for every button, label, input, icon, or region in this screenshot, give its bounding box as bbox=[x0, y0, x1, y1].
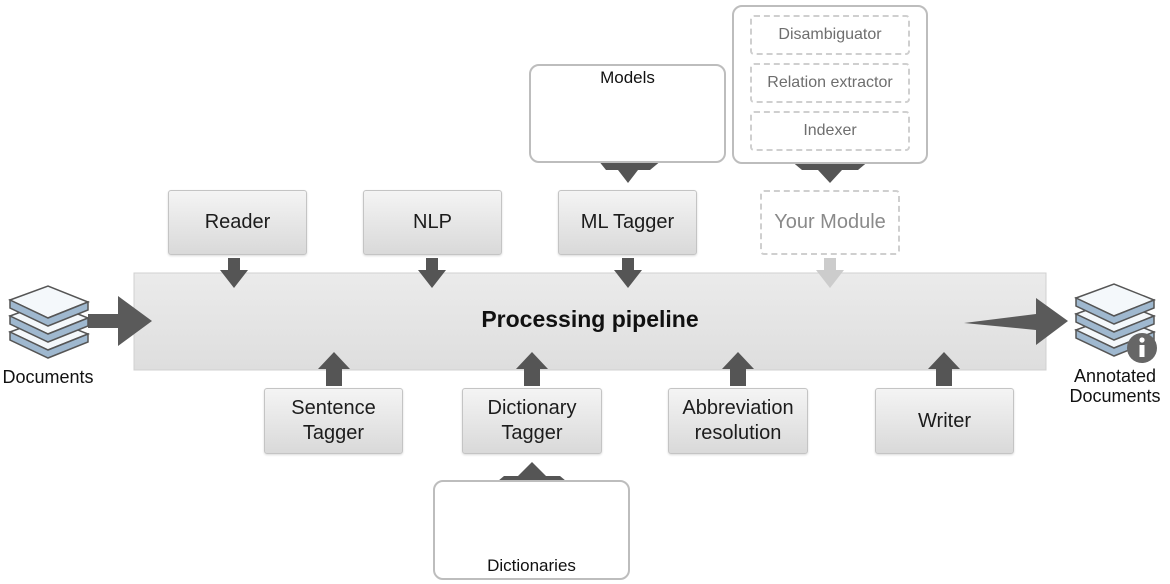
annotated-line-1: Annotated bbox=[1073, 366, 1157, 386]
arrow-sentence-up bbox=[318, 352, 350, 386]
arrow-nlp-down bbox=[418, 258, 446, 288]
output-arrow bbox=[964, 298, 1068, 345]
arrow-writer-up bbox=[928, 352, 960, 386]
sentence-tagger-line-1: Sentence bbox=[291, 397, 376, 419]
dictionaries-panel bbox=[433, 480, 630, 580]
arrow-mltagger-down bbox=[614, 258, 642, 288]
dictionary-tagger-line-1: Dictionary bbox=[487, 397, 577, 419]
your-module-placeholder[interactable]: Your Module bbox=[760, 190, 900, 255]
writer-module[interactable]: Writer bbox=[875, 388, 1014, 454]
nlp-module[interactable]: NLP bbox=[363, 190, 502, 255]
ml-tagger-module[interactable]: ML Tagger bbox=[558, 190, 697, 255]
dictionaries-title: Dictionaries bbox=[487, 556, 576, 575]
indexer-module[interactable]: Indexer bbox=[750, 111, 910, 151]
sentence-tagger-line-2: Tagger bbox=[302, 422, 365, 444]
disambiguator-module[interactable]: Disambiguator bbox=[750, 15, 910, 55]
arrow-dictionary-up bbox=[516, 352, 548, 386]
pipeline-bar bbox=[133, 272, 1047, 371]
annotated-documents-label: Annotated Documents bbox=[1060, 366, 1170, 406]
pipeline-label: Processing pipeline bbox=[481, 306, 699, 332]
extras-pointer bbox=[790, 160, 870, 183]
arrow-abbreviation-up bbox=[722, 352, 754, 386]
abbreviation-resolution-module[interactable]: Abbreviation resolution bbox=[668, 388, 808, 454]
models-pointer bbox=[598, 160, 662, 183]
reader-module[interactable]: Reader bbox=[168, 190, 307, 255]
documents-label: Documents bbox=[2, 367, 94, 387]
documents-icon bbox=[8, 285, 91, 359]
arrow-reader-down bbox=[220, 258, 248, 288]
info-icon bbox=[1127, 333, 1157, 363]
models-panel bbox=[529, 64, 726, 163]
arrow-yourmodule-down bbox=[816, 258, 844, 288]
abbreviation-line-1: Abbreviation bbox=[682, 397, 794, 419]
abbreviation-line-2: resolution bbox=[694, 422, 782, 444]
dictionary-tagger-module[interactable]: Dictionary Tagger bbox=[462, 388, 602, 454]
models-title: Models bbox=[600, 68, 655, 87]
annotated-line-2: Documents bbox=[1069, 386, 1161, 406]
input-arrow bbox=[88, 296, 152, 346]
relation-extractor-module[interactable]: Relation extractor bbox=[750, 63, 910, 103]
dictionary-tagger-line-2: Tagger bbox=[501, 422, 563, 444]
sentence-tagger-module[interactable]: Sentence Tagger bbox=[264, 388, 403, 454]
